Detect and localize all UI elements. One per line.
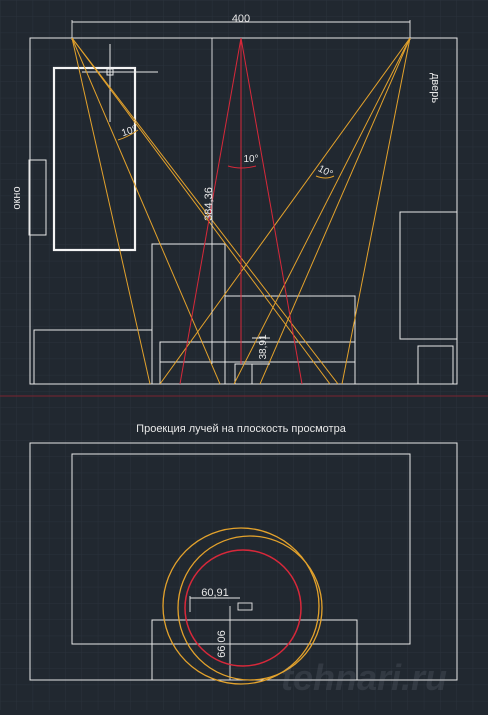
angle-arc-left: [117, 129, 139, 141]
ray-left-2: [71, 37, 221, 385]
orange-rays: [71, 37, 411, 385]
projection-title: Проекция лучей на плоскость просмотра: [136, 423, 347, 435]
angle-center-label: 10°: [243, 154, 258, 165]
width-dimension-label: 400: [232, 13, 250, 25]
ray-center-right: [240, 37, 303, 385]
vertical-dimension-label: 66,06: [216, 630, 228, 658]
crosshair-box: [106, 68, 114, 76]
throw-dimension: [211, 38, 270, 365]
plan-view: [28, 20, 458, 385]
ray-right-2: [233, 37, 411, 385]
angle-arc-center: [227, 165, 257, 169]
window-label: окно: [11, 186, 23, 209]
small-dimension-label: 38,91: [258, 334, 269, 359]
orange-circle-right: [177, 535, 323, 681]
angle-left-label: 10°: [120, 124, 138, 139]
ray-right-3: [259, 37, 411, 385]
projection-circles: [162, 527, 323, 685]
window-opening: [28, 159, 47, 236]
wardrobe-right: [399, 211, 458, 340]
watermark: tehnari.ru: [281, 657, 447, 698]
center-marker: [237, 602, 253, 611]
red-rays: [179, 37, 303, 385]
viewer-box: [234, 363, 253, 385]
door-label: дверь: [429, 73, 441, 103]
red-circle: [184, 549, 302, 667]
ray-center-left: [179, 37, 242, 385]
ray-left-3: [71, 37, 331, 385]
sofa-seat: [159, 341, 356, 385]
ray-right-4: [341, 37, 411, 385]
ray-right-1: [159, 37, 411, 385]
angle-arc-right: [315, 175, 335, 179]
ray-left-4: [71, 37, 339, 385]
horizontal-dimension-label: 60,91: [201, 587, 229, 599]
throw-distance-label: 384,36: [203, 187, 215, 221]
ray-left-1: [71, 37, 151, 385]
orange-circle-left: [162, 527, 320, 685]
cabinet-right: [417, 345, 454, 385]
